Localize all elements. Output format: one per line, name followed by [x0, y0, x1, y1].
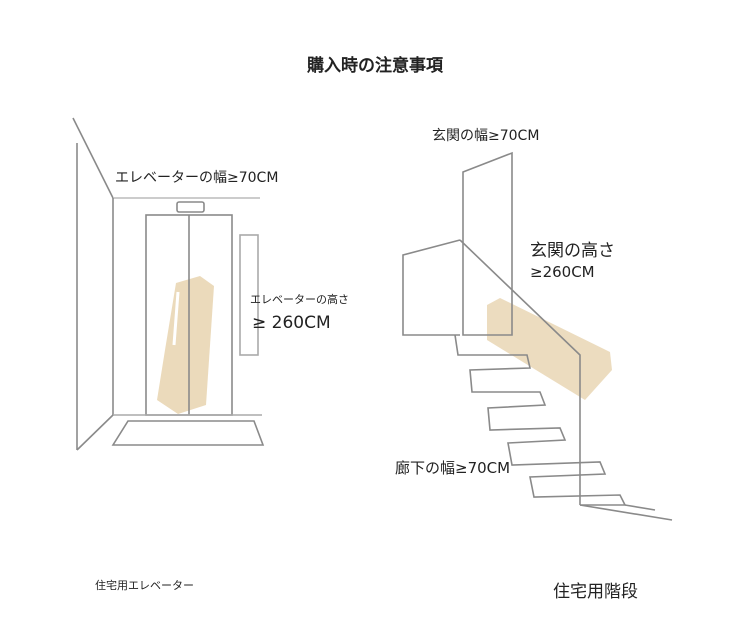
stairs-caption: 住宅用階段	[553, 582, 638, 602]
page-title: 購入時の注意事項	[307, 56, 443, 76]
side-panel	[239, 234, 259, 356]
elevator-illustration	[72, 117, 265, 451]
floor-indicator	[176, 201, 205, 213]
elevator-height-value: ≥ 260CM	[252, 313, 331, 333]
package-shape	[487, 298, 612, 400]
floor-mat	[111, 420, 265, 446]
entrance-door	[462, 151, 513, 336]
elevator-height-label: エレベーターの高さ	[250, 293, 349, 306]
entrance-height-value: ≥260CM	[530, 263, 595, 281]
stairs-illustration	[402, 151, 673, 521]
entrance-width-label: 玄関の幅≥70CM	[432, 128, 540, 144]
hallway-width-label: 廊下の幅≥70CM	[395, 459, 511, 477]
entrance-height-label: 玄関の高さ	[530, 241, 615, 261]
package-shape	[157, 276, 214, 414]
elevator-caption: 住宅用エレベーター	[95, 579, 194, 592]
elevator-width-label: エレベーターの幅≥70CM	[115, 170, 279, 186]
